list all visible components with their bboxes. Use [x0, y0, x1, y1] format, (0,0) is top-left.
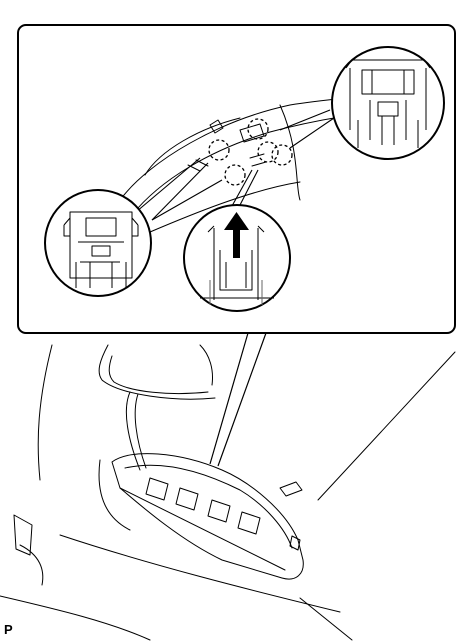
- zoom-leaders: [135, 109, 335, 221]
- callout-leader: [209, 332, 267, 467]
- inner-switch-right: [279, 104, 301, 201]
- panel-lower-line: [0, 595, 151, 641]
- door-trim-scene: [0, 344, 456, 641]
- switch-clip-right: [289, 535, 301, 551]
- switch-button-4: [237, 511, 261, 535]
- inner-switch-detail-4: [249, 153, 267, 167]
- inner-switch-detail-2: [239, 123, 265, 143]
- arrow-up-icon: [224, 212, 249, 258]
- clip-locations: [208, 118, 293, 186]
- switch-bezel-inner: [124, 464, 293, 549]
- clip-location-3: [247, 118, 269, 140]
- clip-location-5: [271, 144, 293, 166]
- door-lock-knob: [279, 481, 303, 497]
- clip-location-2: [224, 164, 246, 186]
- clip-body-middle: [213, 228, 259, 300]
- figure-code: P: [4, 622, 13, 637]
- switch-bezel-lower: [119, 487, 286, 571]
- panel-bottom-curve: [59, 534, 341, 613]
- switch-button-1: [145, 477, 169, 501]
- panel-edge-diagonal: [317, 351, 456, 501]
- switch-button-2: [175, 487, 199, 511]
- switch-button-3: [207, 499, 231, 523]
- panel-edge-left: [37, 344, 53, 481]
- panel-detail-left: [13, 514, 33, 556]
- wire-harness-2: [134, 393, 147, 469]
- panel-detail-curve: [19, 544, 44, 586]
- switch-bezel-outline: [111, 453, 304, 580]
- inner-switch-rim: [144, 117, 241, 176]
- panel-mid-curve: [98, 459, 131, 531]
- clip-body-left: [69, 211, 133, 279]
- clip-location-4: [257, 141, 279, 163]
- clip-location-1: [208, 139, 230, 161]
- inner-switch-detail-1: [209, 119, 224, 134]
- door-pocket-inner: [108, 355, 209, 394]
- wire-harness-1: [125, 391, 141, 471]
- door-pocket-stroke: [199, 344, 213, 386]
- detail-panel: [17, 24, 456, 334]
- zoom-circle-right: [331, 46, 445, 160]
- zoom-circle-middle: [183, 204, 291, 312]
- panel-right-line: [299, 597, 353, 641]
- zoom-circle-left: [44, 189, 152, 297]
- door-pocket-outline: [98, 344, 216, 400]
- inner-switch-bottom: [149, 181, 301, 233]
